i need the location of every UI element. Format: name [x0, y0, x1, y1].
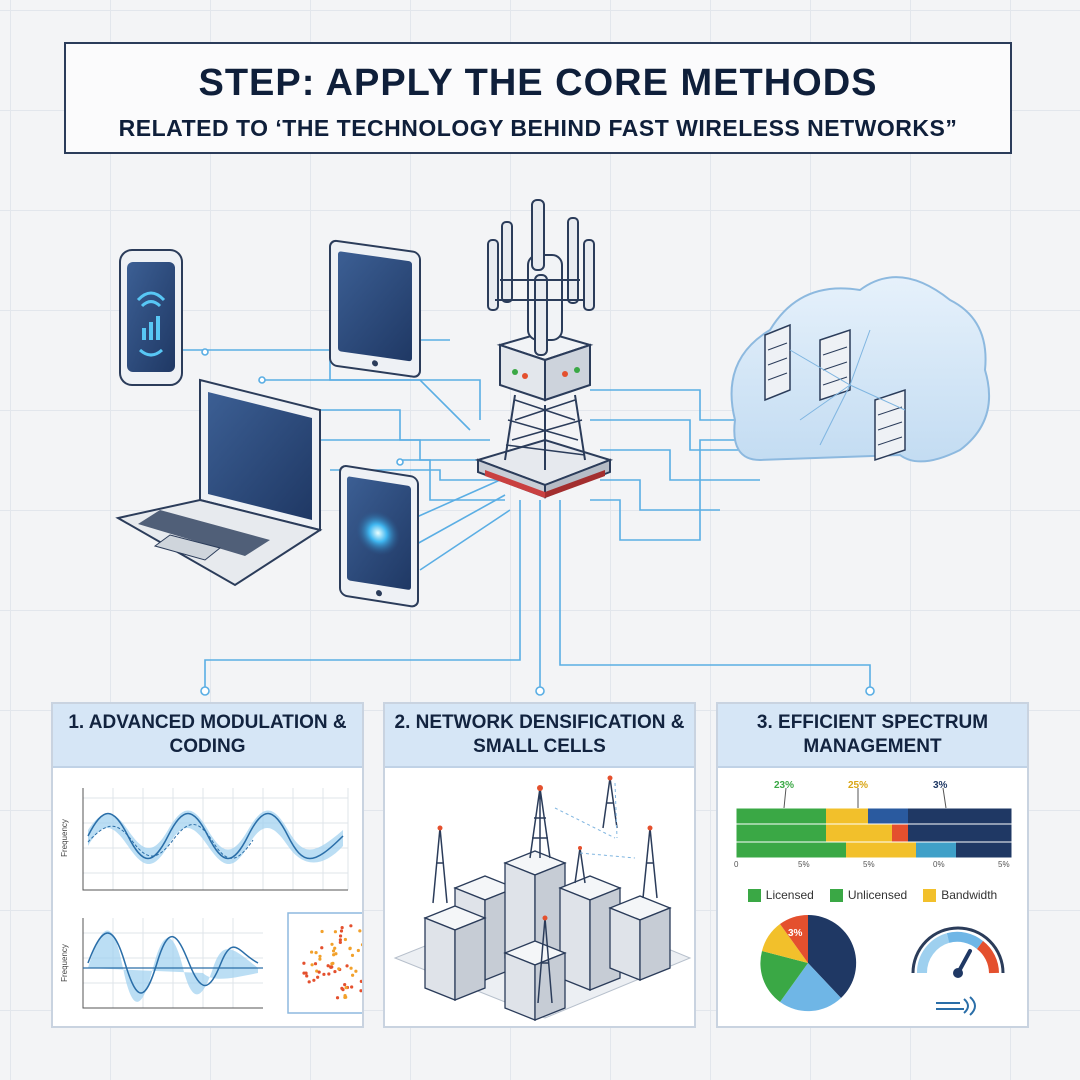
tablet-icon — [339, 465, 419, 608]
legend-item: Licensed — [747, 888, 814, 902]
constellation-point — [320, 929, 324, 934]
axis-tick: 5% — [863, 860, 875, 869]
bar-label: 25% — [848, 780, 869, 791]
panel-title: 3. EFFICIENT SPECTRUM MANAGEMENT — [718, 704, 1027, 768]
constellation-point — [314, 951, 318, 955]
constellation-point — [326, 964, 330, 968]
constellation-point — [333, 969, 337, 974]
legend-item: Bandwidth — [923, 888, 997, 902]
constellation-point — [338, 934, 343, 938]
bar-label: 3% — [933, 780, 948, 791]
constellation-point — [349, 966, 353, 970]
modulation-charts: Frequency Frequency — [60, 788, 362, 1014]
constellation-point — [340, 926, 344, 930]
constellation-point — [348, 946, 352, 950]
cell-tower-icon — [474, 199, 614, 499]
page-subtitle: RELATED TO ‘THE TECHNOLOGY BEHIND FAST W… — [118, 115, 958, 141]
constellation-point — [359, 979, 362, 983]
constellation-point — [358, 929, 362, 933]
constellation-point — [322, 972, 326, 976]
constellation-point — [350, 953, 355, 958]
constellation-point — [344, 995, 348, 999]
constellation-point — [354, 969, 358, 973]
constellation-point — [327, 972, 331, 976]
constellation-point — [343, 982, 347, 987]
constellation-point — [360, 943, 362, 947]
constellation-point — [312, 978, 316, 982]
chart-ylabel-top: Frequency — [60, 819, 69, 857]
legend-swatch — [829, 888, 843, 902]
spectrum-pie — [760, 914, 857, 1012]
constellation-point — [338, 938, 342, 942]
pie-label: 3% — [788, 928, 803, 939]
constellation-point — [345, 964, 349, 968]
page-title: STEP: APPLY THE CORE METHODS — [198, 62, 878, 104]
constellation-point — [339, 929, 344, 933]
legend-label: Licensed — [765, 888, 814, 902]
laptop-icon — [115, 378, 323, 587]
chart-ylabel-bottom: Frequency — [60, 944, 69, 982]
legend-label: Unlicensed — [847, 888, 908, 902]
title-banner: STEP: APPLY THE CORE METHODS RELATED TO … — [64, 42, 1012, 154]
panel-title: 1. ADVANCED MODULATION & CODING — [53, 704, 362, 768]
constellation-point — [338, 940, 342, 945]
constellation-point — [307, 980, 311, 984]
constellation-point — [330, 942, 334, 946]
speedometer-icon — [911, 926, 1005, 1016]
constellation-point — [330, 962, 334, 966]
constellation-point — [317, 970, 321, 974]
constellation-points — [302, 924, 362, 1000]
spectrum-charts — [735, 787, 1013, 1016]
constellation-point — [350, 985, 354, 989]
axis-tick: 0 — [734, 860, 739, 869]
constellation-point — [320, 946, 324, 950]
constellation-point — [318, 957, 322, 961]
connection-lines — [180, 339, 871, 690]
legend-swatch — [747, 888, 761, 902]
smartphone-icon — [119, 249, 183, 386]
constellation-point — [337, 967, 341, 971]
constellation-point — [333, 946, 337, 950]
tablet-icon — [329, 239, 421, 378]
spectrum-legend: Licensed Unlicensed Bandwidth — [718, 888, 1027, 902]
legend-label: Bandwidth — [941, 888, 998, 902]
axis-tick: 0% — [933, 860, 945, 869]
legend-item: Unlicensed — [829, 888, 908, 902]
constellation-point — [305, 974, 309, 978]
constellation-point — [302, 961, 306, 965]
constellation-point — [335, 996, 340, 1000]
panel-modulation: 1. ADVANCED MODULATION & CODING Frequenc… — [51, 702, 364, 1028]
constellation-point — [349, 924, 353, 928]
constellation-point — [309, 950, 314, 954]
constellation-point — [344, 986, 348, 990]
constellation-point — [316, 975, 320, 979]
constellation-point — [333, 930, 338, 934]
constellation-point — [330, 965, 334, 969]
constellation-point — [351, 973, 355, 977]
axis-tick: 5% — [998, 860, 1010, 869]
constellation-box — [287, 912, 362, 1014]
constellation-point — [356, 948, 360, 953]
constellation-point — [313, 962, 318, 966]
small-cells-illustration — [393, 775, 692, 1021]
panel-spectrum: 3. EFFICIENT SPECTRUM MANAGEMENT 23% 25%… — [716, 702, 1029, 1028]
constellation-point — [315, 969, 319, 973]
cloud-server-icon — [730, 276, 991, 463]
constellation-point — [343, 937, 347, 942]
constellation-point — [310, 963, 314, 967]
constellation-point — [331, 949, 336, 953]
constellation-point — [340, 986, 344, 990]
constellation-point — [332, 953, 336, 957]
axis-tick: 5% — [798, 860, 810, 869]
legend-swatch — [923, 888, 937, 902]
constellation-point — [359, 989, 362, 993]
panel-title: 2. NETWORK DENSIFICATION & SMALL CELLS — [385, 704, 694, 768]
panel-densification: 2. NETWORK DENSIFICATION & SMALL CELLS — [383, 702, 696, 1028]
constellation-point — [302, 971, 306, 975]
spectrum-bar — [735, 787, 1013, 859]
constellation-point — [318, 954, 322, 958]
bar-label: 23% — [774, 780, 795, 791]
